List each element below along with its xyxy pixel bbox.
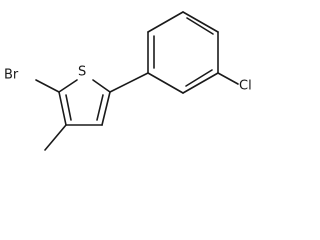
bond-benz-6-1: [147, 72, 184, 94]
bond-benz-cl: [217, 72, 239, 85]
bond-benz-3-4: [182, 11, 219, 33]
bond-s-c2: [58, 79, 78, 93]
bond-c5-aryl: [109, 72, 149, 93]
bond-c2-c3: [58, 91, 67, 126]
bond-benz-inner-c: [185, 69, 213, 87]
bond-benz-5-6: [182, 72, 219, 94]
bond-c2-br: [35, 79, 60, 93]
chemical-structure: Br S Cl: [4, 11, 252, 151]
atom-chlorine: Cl: [239, 79, 252, 94]
bond-benz-2-3: [147, 11, 184, 33]
bond-s-c5: [92, 79, 111, 93]
bond-c4-c5: [101, 91, 111, 126]
bond-c4-c5-inner: [96, 94, 104, 121]
atom-sulfur: S: [78, 65, 86, 80]
bond-c3-methyl: [44, 124, 67, 151]
bond-c2-c3-inner: [65, 94, 72, 121]
atom-bromine: Br: [4, 68, 19, 83]
bond-benz-inner-b: [186, 17, 214, 35]
